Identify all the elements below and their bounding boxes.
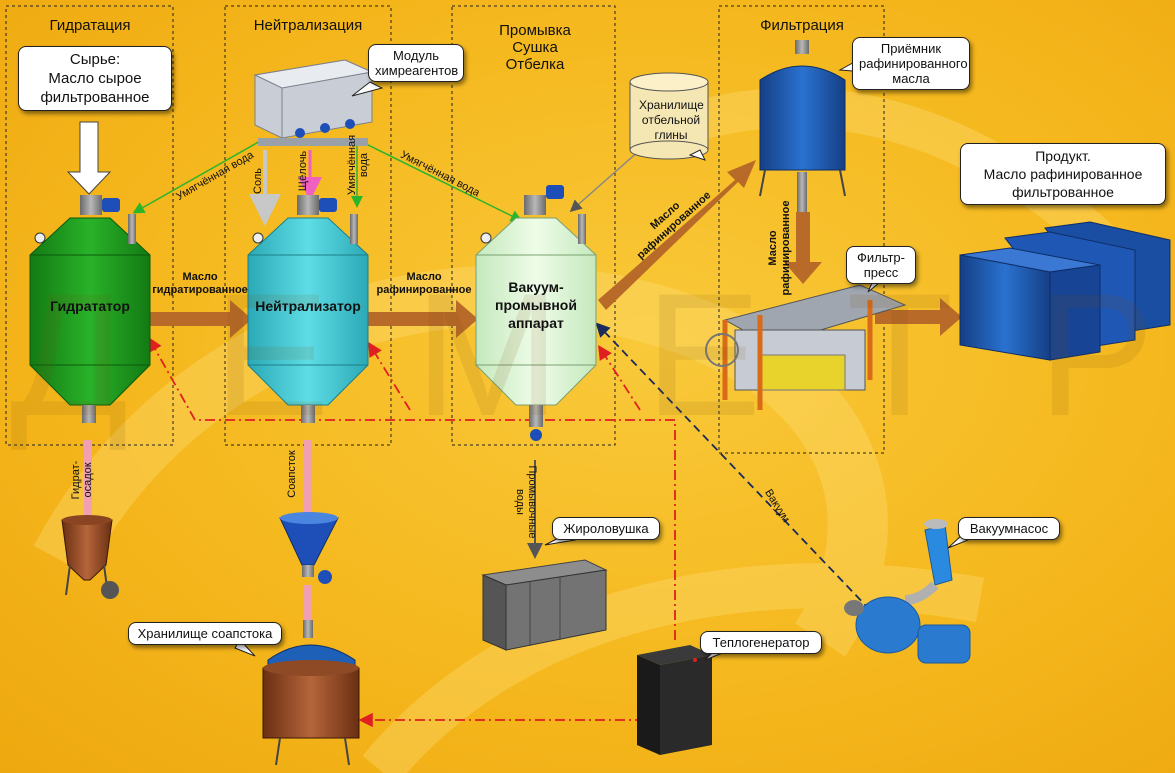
neutralizer-label: Нейтрализатор — [255, 298, 361, 314]
chem-module — [253, 59, 374, 146]
receiver-tank — [759, 40, 846, 212]
vacuum-washer-tank — [475, 185, 597, 441]
heat-generator — [637, 645, 712, 755]
clay-storage-callout: Хранилище отбельной глины — [639, 98, 704, 142]
raw-input-arrow — [66, 121, 112, 195]
soft-water-lines — [132, 139, 523, 222]
stage-title-washing: Промывка Сушка Отбелка — [499, 22, 571, 73]
refined-oil-label-1: Масло рафинированное — [376, 271, 472, 296]
refined-oil-down-label: Масло рафинированное — [767, 200, 792, 296]
heat-generator-callout: Теплогенератор — [700, 631, 822, 654]
alkali-label: Щёлочь — [297, 150, 309, 192]
soapstock-storage — [262, 620, 360, 766]
soapstock-label: Соапсток — [286, 450, 298, 498]
chem-module-callout: Модуль химреагентов — [368, 44, 464, 82]
salt-label: Соль — [252, 168, 264, 194]
stage-box-neutralization — [224, 5, 392, 446]
filter-press-callout: Фильтр- пресс — [846, 246, 916, 284]
vacuum-pump — [844, 519, 971, 664]
receiver-callout: Приёмник рафинированного масла — [852, 37, 970, 90]
hydrated-oil-label: Масло гидратированное — [152, 271, 248, 296]
watermark: Д Е М Е Т Р А — [10, 258, 1175, 453]
stage-title-neutralization: Нейтрализация — [253, 17, 363, 34]
soft-water-vertical-label: Умягчённая вода — [346, 134, 370, 196]
raw-material-callout: Сырье: Масло сырое фильтрованное — [18, 46, 172, 111]
product-tanks — [959, 221, 1171, 361]
product-callout: Продукт. Масло рафинированное фильтрован… — [960, 143, 1166, 205]
soapstock-storage-callout: Хранилище соапстока — [128, 622, 282, 645]
clay-line — [569, 149, 641, 212]
fat-trap-callout: Жироловушка — [552, 517, 660, 540]
sediment-tank — [61, 515, 119, 599]
heat-lines — [148, 336, 676, 728]
stage-title-filtration: Фильтрация — [760, 17, 844, 34]
wash-water-label: Промывочные воды — [514, 465, 538, 539]
stage-title-hydration: Гидратация — [49, 17, 131, 34]
hydrator-label: Гидрататор — [50, 298, 130, 314]
vacuum-line — [595, 322, 871, 611]
vacuum-pump-callout: Вакуумнасос — [958, 517, 1060, 540]
vacuum-washer-label: Вакуум- промывной аппарат — [495, 279, 577, 331]
hydrate-sediment-label: Гидрат- осадок — [70, 460, 94, 500]
stage-box-hydration — [5, 5, 174, 446]
main-flow-arrows — [150, 160, 962, 338]
stage-box-washing — [451, 5, 616, 446]
filter-press — [705, 284, 907, 410]
neutralizer-tank — [247, 195, 369, 423]
soapstock-funnel — [279, 512, 339, 584]
hydrator-tank — [29, 195, 151, 423]
fat-trap — [481, 559, 608, 651]
clay-storage — [629, 72, 709, 160]
